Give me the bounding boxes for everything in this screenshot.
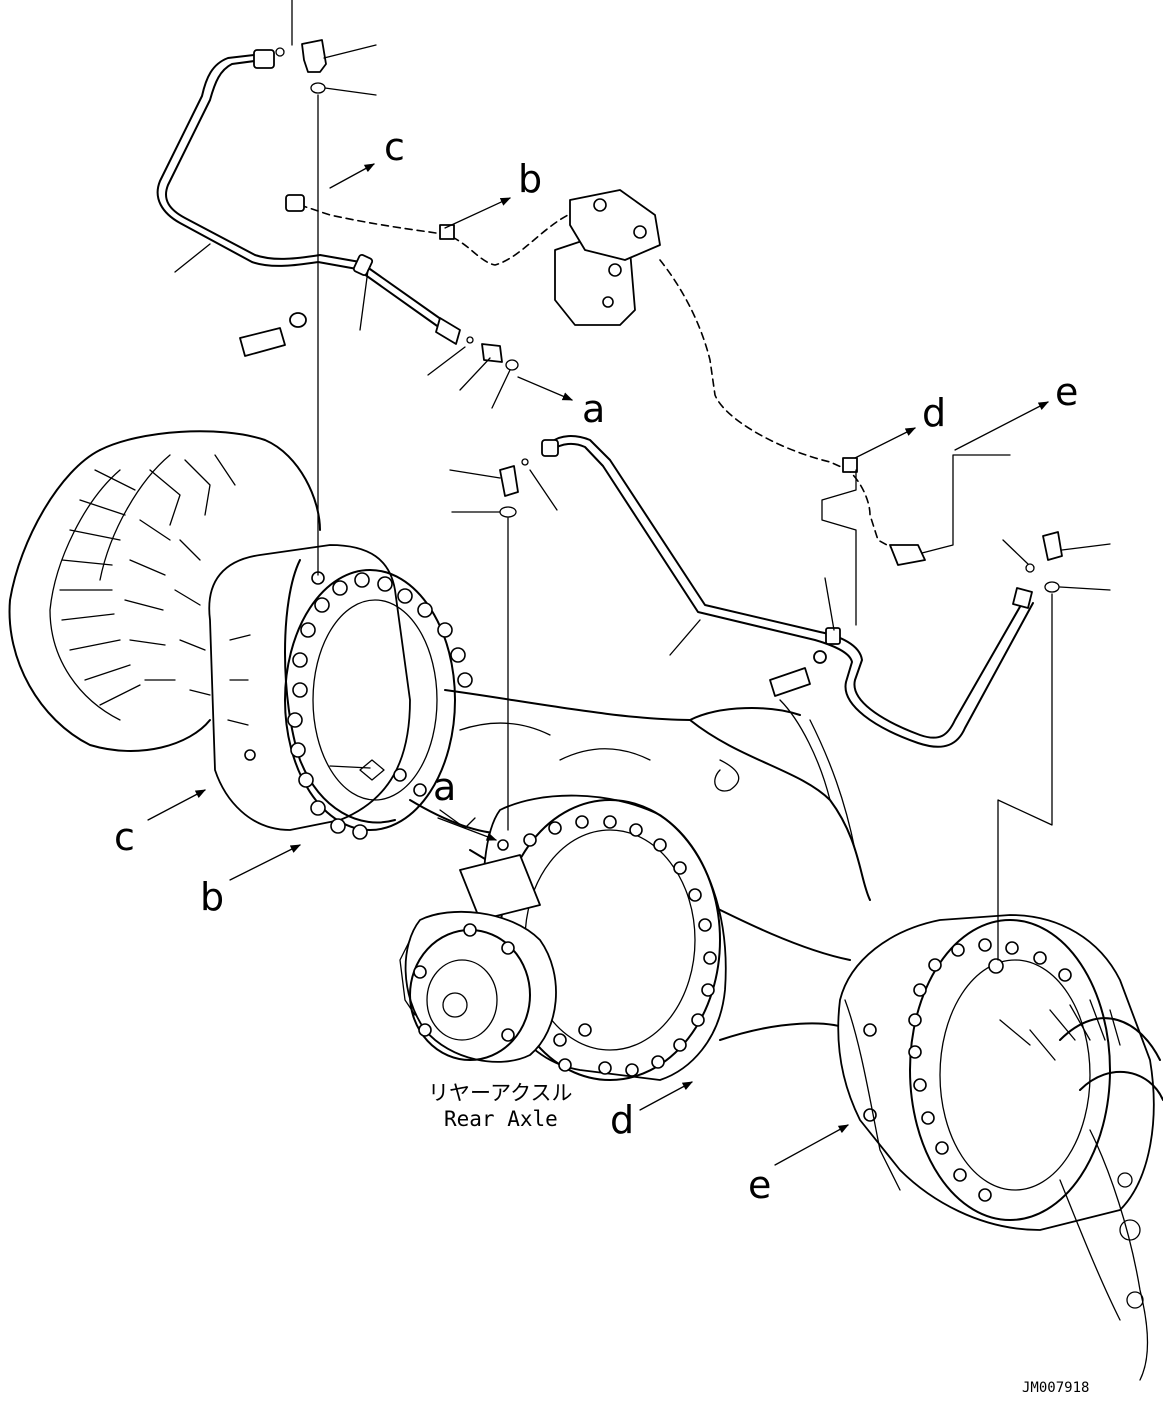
left-brake-pipe [156,39,519,371]
left-hub [208,544,473,840]
right-brake-pipe [439,435,1063,829]
adapter-fitting-a [481,343,503,363]
callout-a-top: a [582,387,605,431]
callout-a-bottom: a [433,765,456,809]
adapter-fitting-center [499,465,519,497]
callout-c-bottom: c [114,815,135,859]
brake-valve [569,189,661,261]
callout-d-bottom: d [610,1098,634,1142]
diff-port [497,839,509,851]
caption-japanese: リヤーアクスル [428,1081,572,1105]
differential [399,794,727,1081]
hub-bolt-ring [287,572,473,840]
right-hub-bolt-ring [908,938,1072,1202]
callout-e-bottom: e [748,1163,771,1207]
brake-valve-assembly [285,189,926,566]
direction-arrows [147,163,1049,1166]
right-hub-port [988,958,1004,974]
clamp-bolt-left [239,327,286,357]
left-wheel [8,430,321,752]
drawing-code: JM007918 [1022,1380,1089,1396]
o-ring-top [310,82,326,94]
pipe-end-fitting [253,49,275,69]
caption-english: Rear Axle [444,1107,558,1131]
elbow-fitting-top [301,39,327,73]
callout-e-top: e [1055,370,1078,414]
axle-housing [359,689,871,1041]
callout-b-bottom: b [200,875,224,919]
right-hub [837,914,1155,1231]
adapter-fitting-e [1042,531,1063,561]
leader-lines [174,0,1111,961]
callout-d-top: d [922,391,946,435]
part-caption: リヤーアクスル Rear Axle [428,1081,572,1131]
clamp-bolt-right [769,667,811,697]
callout-b-top: b [518,157,542,201]
callout-labels: c b a d e c b a d e [114,125,1078,1207]
callout-c-top: c [384,125,405,169]
diff-bolt-ring [523,815,717,1077]
right-wheel [999,999,1163,1381]
